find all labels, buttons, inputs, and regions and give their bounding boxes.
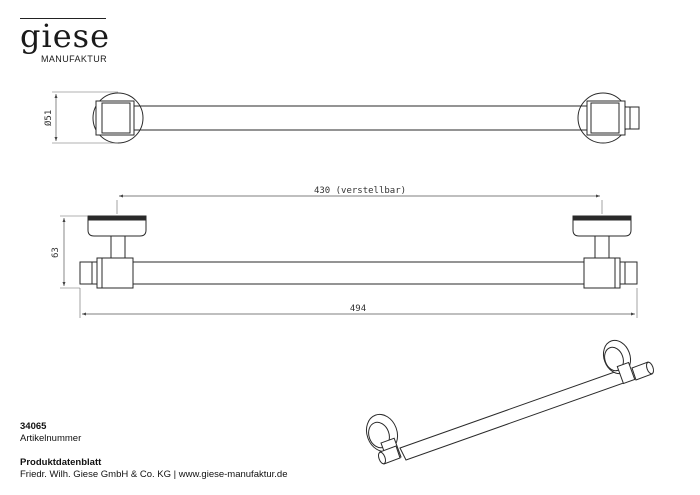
top-view xyxy=(82,91,640,144)
front-right-post xyxy=(594,235,610,259)
length-label: 494 xyxy=(350,304,366,314)
front-view xyxy=(79,215,638,289)
top-end-cap xyxy=(624,106,640,130)
front-right-plate-top xyxy=(572,215,632,221)
perspective-view xyxy=(365,339,654,465)
company-line: Friedr. Wilh. Giese GmbH & Co. KG | www.… xyxy=(20,469,288,480)
logo-subline: MANUFAKTUR xyxy=(41,54,108,64)
front-right-cap xyxy=(619,261,638,285)
brand-logo: giese MANUFAKTUR xyxy=(20,14,111,66)
iso-bar xyxy=(399,367,633,461)
article-number: 34065 xyxy=(20,421,47,432)
article-number-label: Artikelnummer xyxy=(20,433,82,444)
front-left-plate-top xyxy=(87,215,147,221)
height-label: 63 xyxy=(51,247,61,258)
logo-rule xyxy=(20,18,106,19)
diameter-label: Ø51 xyxy=(43,110,54,126)
sheet-title: Produktdatenblatt xyxy=(20,457,102,468)
front-left-holder xyxy=(96,257,134,289)
front-right-holder xyxy=(583,257,621,289)
front-right-plate xyxy=(572,219,632,237)
front-left-cap xyxy=(79,261,98,285)
front-left-post xyxy=(110,235,126,259)
span-label: 430 (verstellbar) xyxy=(314,186,406,196)
logo-wordmark: giese xyxy=(20,17,111,55)
front-left-plate xyxy=(87,219,147,237)
